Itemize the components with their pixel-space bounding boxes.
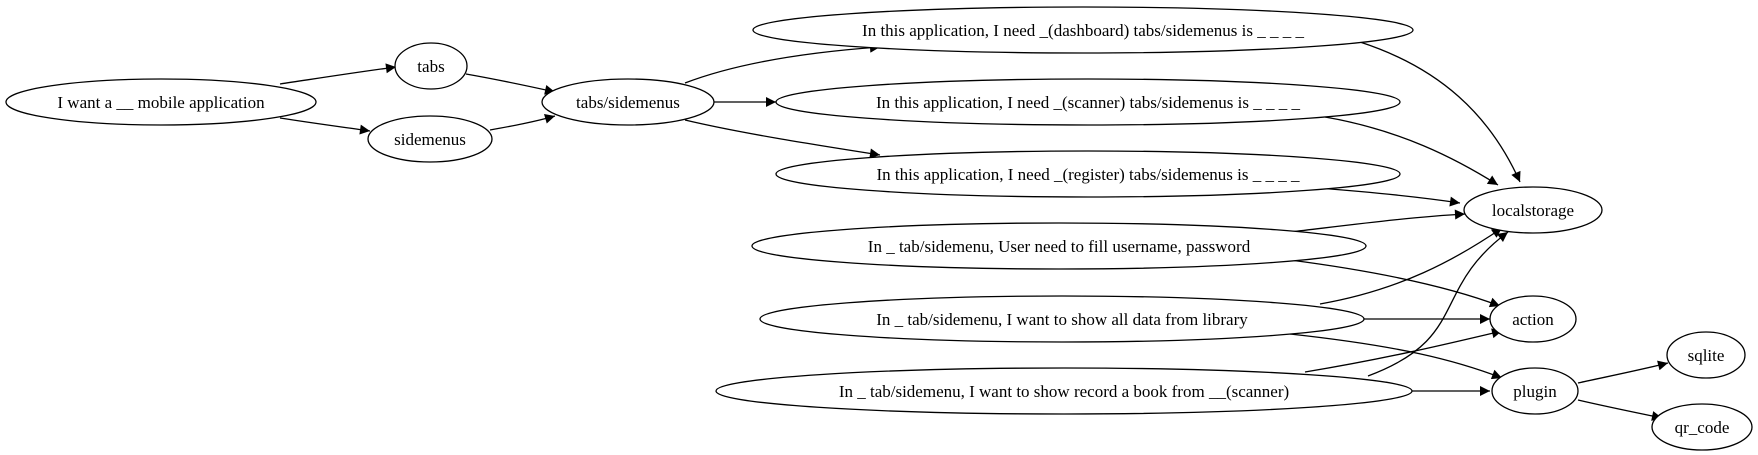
edge-register-to-localstorage — [1317, 187, 1461, 207]
node-show-library-data: In _ tab/sidemenu, I want to show all da… — [759, 295, 1365, 343]
node-action-label: action — [1512, 310, 1554, 329]
node-qr-code-label: qr_code — [1675, 418, 1730, 437]
edge-show-library-to-localstorage — [1319, 227, 1503, 305]
node-localstorage: localstorage — [1463, 186, 1603, 234]
node-sidemenus: sidemenus — [367, 115, 493, 163]
edge-mobile-app-to-tabs — [279, 63, 397, 85]
edge-tabs-to-tabs-sidemenus — [465, 73, 556, 95]
node-fill-username-password: In _ tab/sidemenu, User need to fill use… — [751, 222, 1367, 270]
node-qr-code: qr_code — [1651, 403, 1753, 451]
edge-tabs-sidemenus-to-dashboard — [684, 42, 881, 84]
node-dashboard-tab: In this application, I need _(dashboard)… — [752, 6, 1414, 54]
edge-tabs-sidemenus-to-register — [684, 119, 881, 159]
edge-mobile-app-to-sidemenus — [279, 117, 371, 135]
node-mobile-application-label: I want a __ mobile application — [57, 93, 265, 112]
edge-fill-user-to-localstorage — [1289, 209, 1466, 233]
node-plugin: plugin — [1491, 367, 1579, 415]
node-tabs-label: tabs — [417, 57, 444, 76]
edge-sidemenus-to-tabs-sidemenus — [489, 113, 556, 131]
node-scanner-tab: In this application, I need _(scanner) t… — [775, 78, 1401, 126]
node-scanner-tab-label: In this application, I need _(scanner) t… — [876, 93, 1300, 112]
edge-record-book-to-localstorage — [1367, 231, 1509, 377]
edge-show-library-to-plugin — [1289, 333, 1503, 380]
node-dashboard-tab-label: In this application, I need _(dashboard)… — [862, 21, 1304, 40]
node-fill-username-password-label: In _ tab/sidemenu, User need to fill use… — [868, 237, 1251, 256]
node-tabs-sidemenus-label: tabs/sidemenus — [576, 93, 680, 112]
edge-fill-user-to-action — [1289, 259, 1501, 308]
node-show-library-data-label: In _ tab/sidemenu, I want to show all da… — [876, 310, 1248, 329]
node-tabs-sidemenus: tabs/sidemenus — [541, 78, 715, 126]
node-sqlite-label: sqlite — [1688, 346, 1725, 365]
node-register-tab: In this application, I need _(register) … — [775, 150, 1401, 198]
node-record-book-label: In _ tab/sidemenu, I want to show record… — [839, 382, 1289, 401]
edge-scanner-to-localstorage — [1324, 116, 1499, 186]
node-sidemenus-label: sidemenus — [394, 130, 466, 149]
node-record-book: In _ tab/sidemenu, I want to show record… — [715, 367, 1413, 415]
node-plugin-label: plugin — [1513, 382, 1557, 401]
edge-plugin-to-qr-code — [1577, 399, 1663, 421]
node-sqlite: sqlite — [1666, 331, 1746, 379]
node-action: action — [1489, 295, 1577, 343]
edge-record-book-to-action — [1304, 328, 1503, 373]
node-tabs: tabs — [394, 42, 468, 90]
node-mobile-application: I want a __ mobile application — [5, 78, 317, 126]
node-register-tab-label: In this application, I need _(register) … — [876, 165, 1300, 184]
node-localstorage-label: localstorage — [1492, 201, 1574, 220]
edge-plugin-to-sqlite — [1577, 360, 1669, 384]
edge-dashboard-to-localstorage — [1359, 41, 1521, 183]
